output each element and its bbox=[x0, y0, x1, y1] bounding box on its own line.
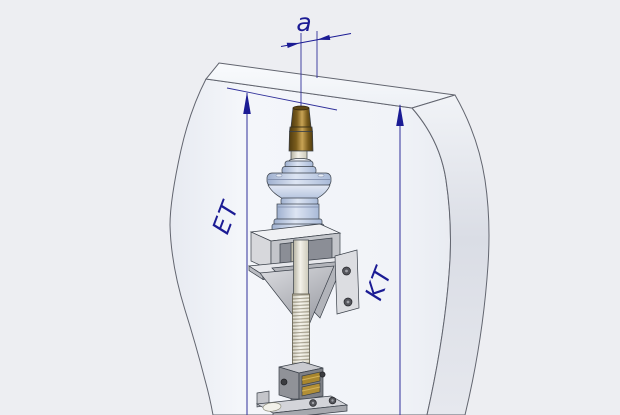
spindle-cap-brass bbox=[288, 105, 314, 152]
et-extension-line bbox=[226, 87, 338, 111]
label-a: a bbox=[296, 8, 311, 37]
kt-arrowhead bbox=[396, 104, 404, 126]
set-screw bbox=[319, 371, 326, 378]
et-arrowhead bbox=[243, 92, 251, 114]
union-nut bbox=[262, 402, 282, 412]
set-screw bbox=[280, 378, 288, 386]
threaded-rod bbox=[292, 239, 310, 370]
mounting-plate bbox=[334, 249, 360, 315]
coupling-block bbox=[278, 361, 326, 402]
arrowhead-left bbox=[286, 42, 300, 48]
dimension-a: a bbox=[280, 8, 352, 111]
bottom-bracket bbox=[255, 390, 349, 415]
wall-side-band bbox=[411, 94, 490, 415]
spindle-assembly bbox=[247, 105, 360, 415]
arrowhead-right bbox=[317, 34, 331, 40]
